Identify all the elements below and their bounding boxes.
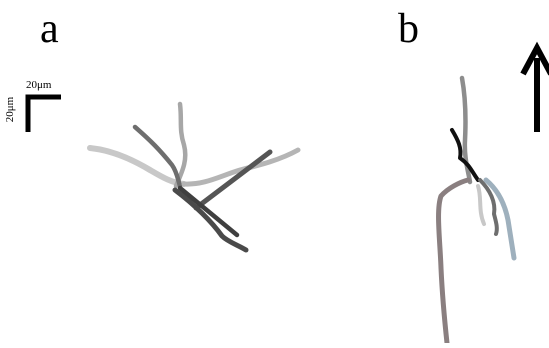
scale-bar	[28, 97, 61, 132]
scale-bar-vertical-label: 20μm	[5, 97, 16, 122]
panel-b-traces	[439, 78, 514, 343]
up-arrow-icon	[523, 48, 549, 132]
trace-a-dark-short	[180, 188, 237, 235]
trace-b-main-stem	[439, 180, 468, 343]
trace-a-pale	[90, 148, 184, 184]
scale-bar-shape	[28, 97, 61, 132]
panel-a-traces	[90, 104, 298, 250]
trace-b-light	[478, 186, 484, 224]
trace-a-light-right	[184, 150, 298, 184]
panel-label-a: a	[40, 8, 59, 50]
panel-label-b: b	[398, 8, 419, 50]
scale-bar-horizontal-label: 20μm	[26, 80, 51, 91]
